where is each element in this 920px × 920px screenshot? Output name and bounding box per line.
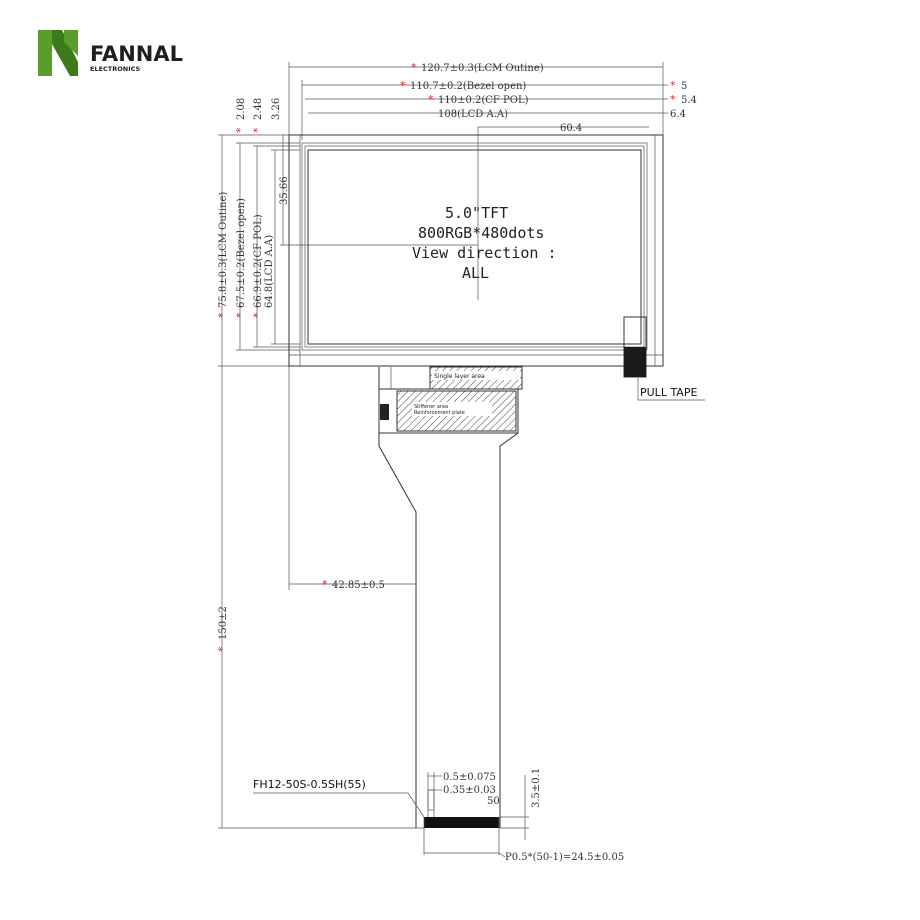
dim-fpc-offset: 42.85±0.5 (332, 580, 385, 591)
dim-right-offset-1: 5 (681, 81, 687, 92)
logo-mark-right-icon (64, 30, 78, 56)
star-mark: * (216, 312, 229, 318)
star-mark: * (670, 79, 676, 92)
dim-cf-pol-width: 110±0.2(CF POL) (438, 95, 529, 106)
cf-pol (304, 145, 645, 348)
dim-tail-height: 3.5±0.1 (531, 768, 542, 808)
dim-lead-width: 0.35±0.03 (443, 785, 496, 796)
logo-mark-diagonal-icon (52, 30, 78, 76)
dim-center-offset-y: 35.66 (279, 176, 290, 205)
star-mark: * (428, 93, 434, 106)
panel-view-direction-text: View direction : (412, 244, 557, 262)
fpc-stiffener-area (378, 388, 519, 434)
dim-bezel-open-width: 110.7±0.2(Bezel open) (410, 81, 526, 92)
dim-pitch-width: 0.5±0.075 (443, 772, 496, 783)
brand-name: FANNAL (90, 42, 183, 66)
fpc-pin-detail (427, 789, 435, 811)
lcd-module: 5.0"TFT 800RGB*480dots View direction : … (288, 127, 664, 367)
dim-right-offset-2: 5.4 (681, 95, 697, 106)
fpc-connector-contacts (424, 817, 499, 828)
fpc-single-layer-label-box (432, 371, 520, 380)
panel-resolution-text: 800RGB*480dots (418, 224, 544, 242)
logo-mark-icon (38, 30, 52, 76)
star-mark: * (322, 578, 328, 591)
dim-top-offset-2: 2.48 (253, 98, 264, 120)
fpc-single-layer-label: Single layer area (434, 373, 485, 380)
dim-lcm-outline-height: 75.8±0.3(LCM Outine) (218, 192, 229, 308)
star-mark: * (251, 127, 264, 133)
dim-top-offset-3: 3.26 (271, 98, 282, 120)
star-mark: * (234, 312, 247, 318)
dim-total-length: 150±2 (218, 606, 229, 640)
fpc-small-component (380, 404, 389, 420)
dim-center-offset-x: 60.4 (560, 123, 582, 134)
star-mark: * (670, 93, 676, 106)
fpc-stiffener-label-box (412, 402, 492, 416)
fpc-pin-count: 50 (487, 796, 500, 807)
fpc-cable: Single layer area Stiffener area Reinfor… (253, 366, 624, 863)
pull-tape-fill (624, 347, 646, 377)
star-mark: * (251, 312, 264, 318)
dim-cf-pol-height: 66.9±0.2(CF POL) (253, 214, 264, 308)
dim-right-offset-3: 6.4 (670, 109, 686, 120)
star-mark: * (234, 127, 247, 133)
bezel-open (301, 142, 648, 351)
dim-bezel-open-height: 67.5±0.2(Bezel open) (236, 198, 247, 308)
dim-pitch-total: P0.5*(50-1)=24.5±0.05 (505, 852, 624, 863)
pull-tape: PULL TAPE (623, 316, 705, 401)
star-mark: * (400, 79, 406, 92)
lcm-outline (288, 134, 664, 367)
dim-lcm-outline-width: 120.7±0.3(LCM Outine) (421, 63, 544, 74)
dim-lcd-aa-height: 64.8(LCD A.A) (264, 235, 275, 308)
fpc-reinforcement-label: Reinforcement plate (414, 410, 465, 416)
star-mark: * (216, 646, 229, 652)
lcd-active-area (307, 149, 642, 345)
brand-logo: FANNAL ELECTRONICS (38, 30, 183, 76)
dim-top-offset-1: 2.08 (236, 98, 247, 120)
top-dimensions: * 120.7±0.3(LCM Outine) * 110.7±0.2(Beze… (288, 61, 697, 590)
left-dimensions: 2.08 2.48 3.26 * * 35.66 * 75.8±0.3(LCM … (216, 98, 478, 829)
pull-tape-label: PULL TAPE (640, 386, 697, 399)
fpc-stiffener-label: Stiffener area (414, 404, 448, 410)
fpc-connector-label: FH12-50S-0.5SH(55) (253, 778, 366, 791)
panel-view-value-text: ALL (462, 264, 489, 282)
dim-lcd-aa-width: 108(LCD A.A) (438, 109, 508, 120)
brand-sub: ELECTRONICS (90, 65, 141, 73)
star-mark: * (411, 61, 417, 74)
panel-size-text: 5.0"TFT (445, 204, 508, 222)
